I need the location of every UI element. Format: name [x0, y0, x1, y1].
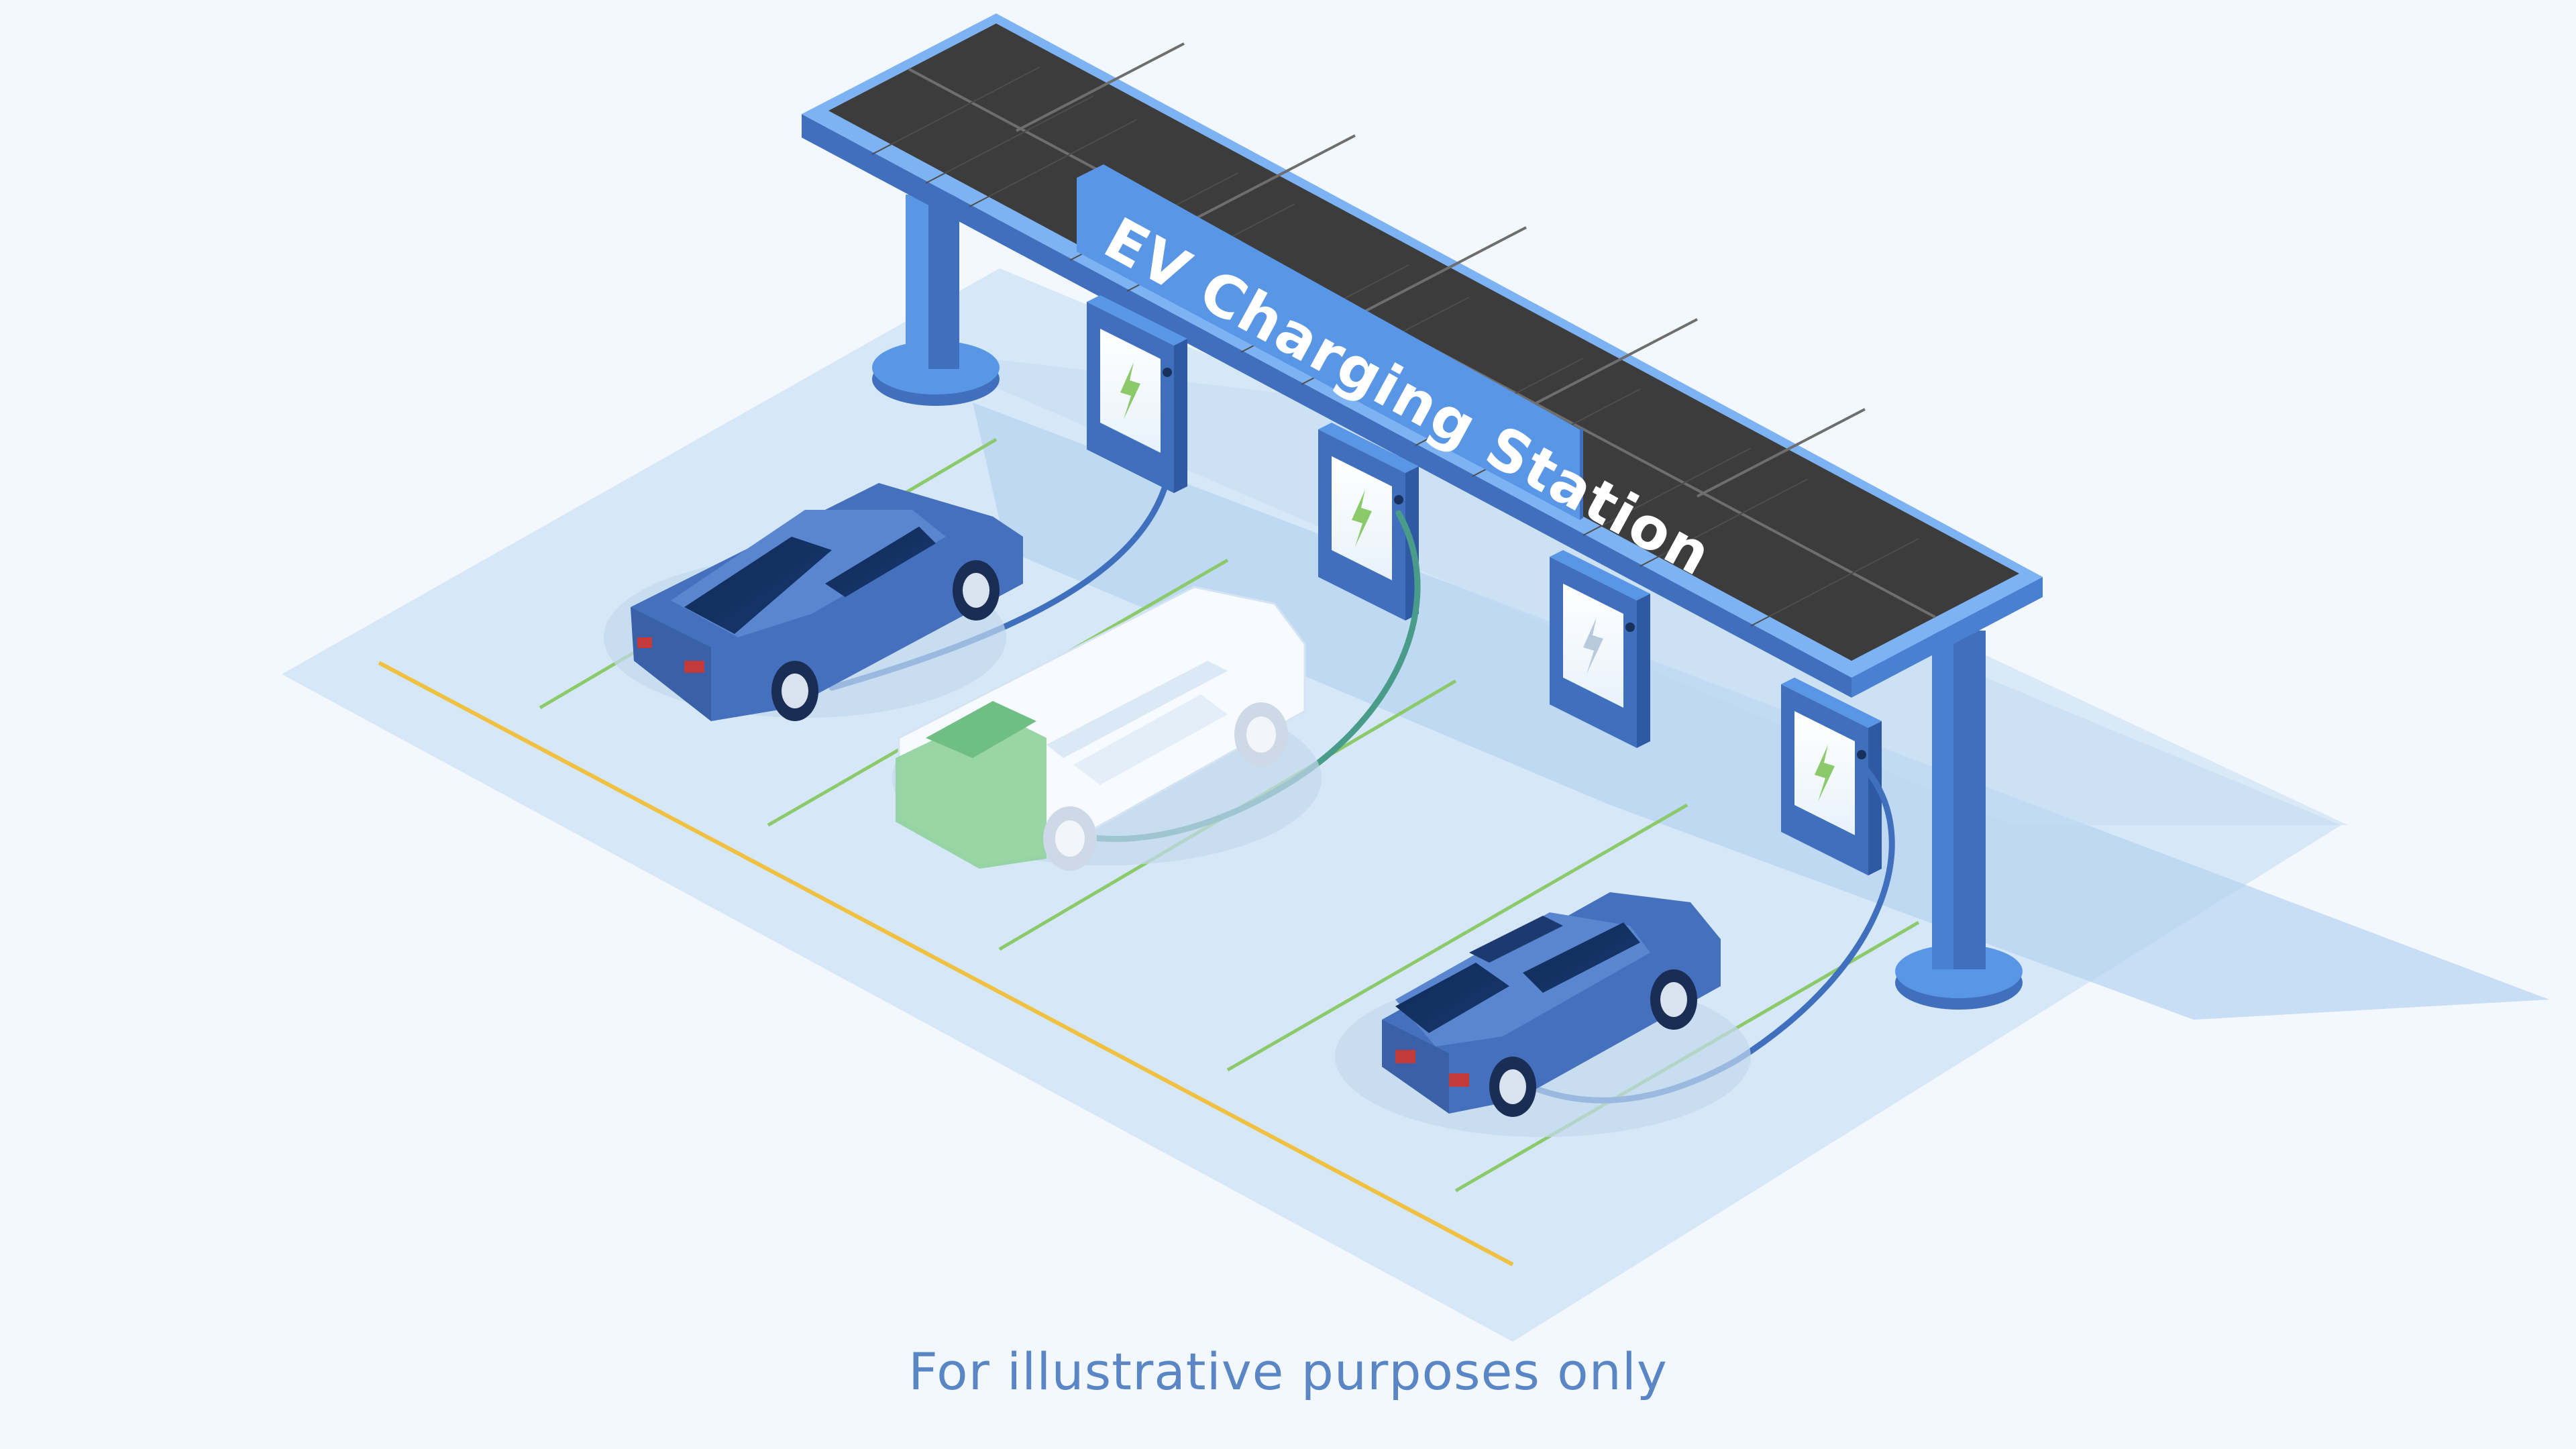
charger-unit[interactable] [1318, 423, 1419, 621]
curb-line [378, 661, 1514, 1267]
station-sign-board [1077, 164, 1580, 520]
charger-unit[interactable] [1087, 295, 1187, 493]
canopy-pillar-back [872, 195, 1000, 406]
canopy-pillar-front [1895, 631, 2023, 1010]
canopy-roof: EV Charging Station [802, 13, 2043, 698]
charger-unit[interactable] [1550, 550, 1650, 748]
lightning-bolt-icon [1583, 617, 1603, 674]
vehicle-sedan [604, 483, 1023, 721]
charger-unit[interactable] [1781, 678, 1882, 875]
minivan-rear [896, 711, 1046, 869]
vehicle-hatchback [1335, 892, 1751, 1137]
lightning-bolt-icon [1352, 490, 1372, 547]
car-windshield [684, 537, 832, 634]
illustration-caption: For illustrative purposes only [908, 1342, 1668, 1401]
lightning-bolt-icon [1120, 362, 1140, 419]
vehicle-minivan [892, 586, 1322, 871]
lightning-bolt-icon [1815, 745, 1835, 802]
car-rear-window [1395, 963, 1509, 1033]
